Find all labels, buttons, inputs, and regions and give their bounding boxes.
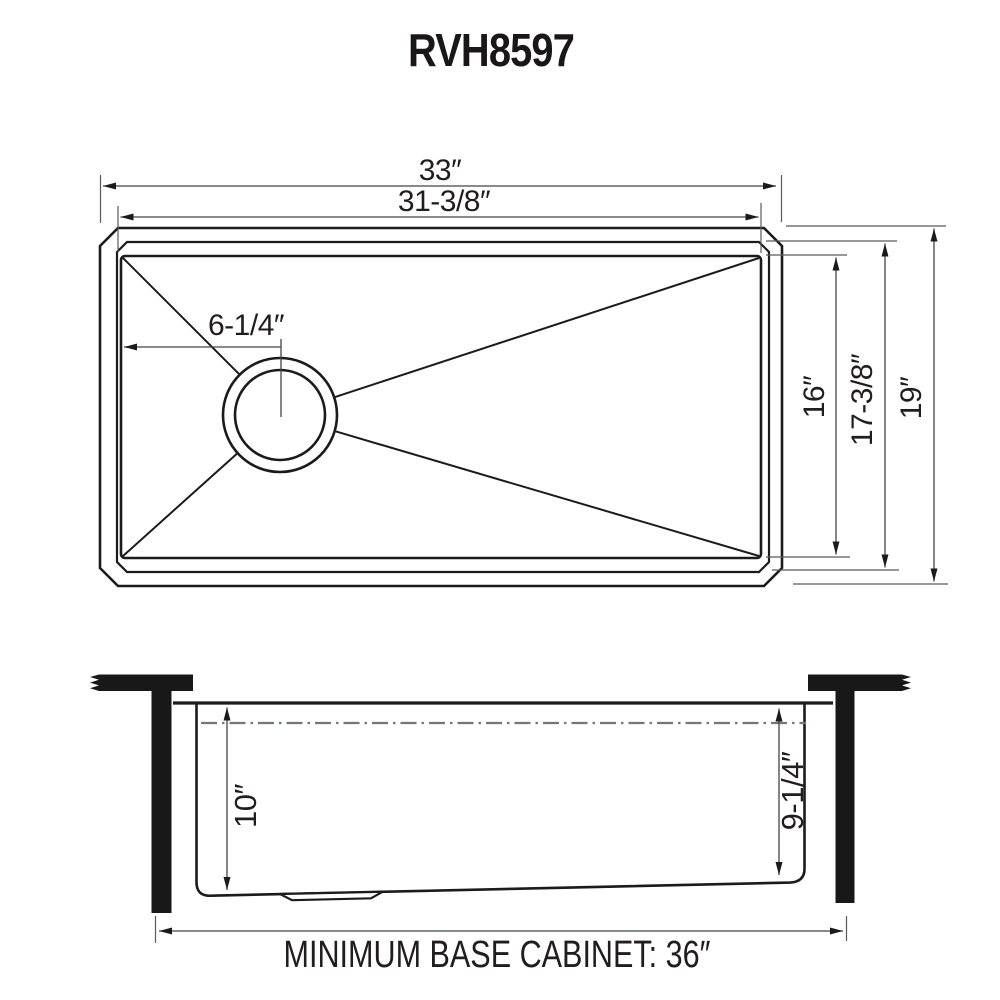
depth-left-label: 10″ (228, 784, 263, 828)
base-cabinet-label: MINIMUM BASE CABINET: 36″ (284, 934, 711, 976)
inner-depth-label: 17-3/8″ (846, 353, 879, 446)
bowl-width-label: 31-3/8″ (398, 185, 491, 218)
depth-right-label: 9-1/4″ (775, 751, 810, 830)
bowl-slope-line (334, 430, 760, 557)
sink-outer-edge (98, 226, 784, 588)
bowl-cross-section (195, 703, 806, 898)
bowl-slope-line (122, 452, 239, 557)
sink-rim-inner-edge (115, 240, 771, 574)
drain-outer-circle (221, 356, 339, 474)
dim-overall-depth: 19″ (786, 225, 948, 585)
dim-base-cabinet: MINIMUM BASE CABINET: 36″ (154, 916, 848, 976)
dim-bowl-width: 31-3/8″ (117, 185, 762, 253)
overall-width-label: 33″ (419, 154, 462, 187)
overall-depth-label: 19″ (895, 376, 928, 419)
dim-inner-depth: 17-3/8″ (766, 240, 899, 571)
dim-drain-offset: 6-1/4″ (124, 309, 285, 417)
drain-fitting (279, 890, 384, 902)
dim-depth-right: 9-1/4″ (775, 708, 810, 875)
product-title: RVH8597 (408, 24, 574, 76)
cabinet-wall-right (835, 691, 855, 903)
countertop-left (90, 674, 193, 691)
drain-inner-circle (233, 368, 327, 462)
dim-bowl-depth: 16″ (766, 254, 850, 558)
bowl-depth-label: 16″ (798, 375, 831, 418)
bowl-slope-line (333, 257, 760, 399)
sink-top-view (98, 226, 784, 588)
dim-depth-left: 10″ (223, 707, 263, 890)
sink-side-view (90, 674, 911, 913)
bowl-slope-line (122, 257, 241, 376)
bowl-outline (119, 254, 763, 560)
dim-overall-width: 33″ (99, 154, 783, 223)
cabinet-wall-left (151, 691, 172, 913)
drain-offset-label: 6-1/4″ (208, 309, 285, 342)
countertop-right (808, 674, 911, 691)
